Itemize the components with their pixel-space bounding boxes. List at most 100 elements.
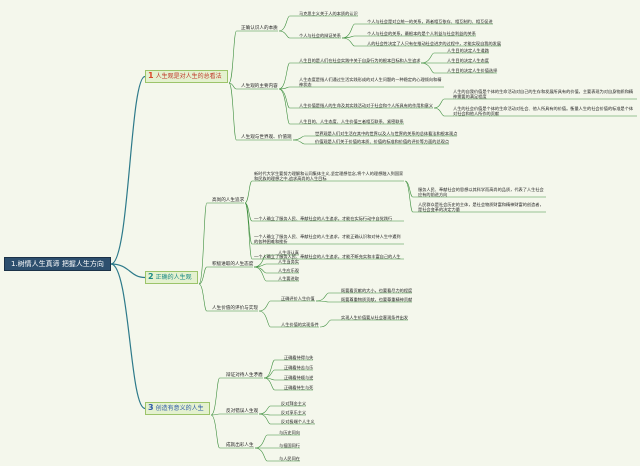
b2-c3-g2[interactable]: 人生价值的实现条件 xyxy=(281,322,319,327)
b1-c3-g2[interactable]: 价值观是人们关于价值的本质、价值的标准和价值的评价等方面的总观点 xyxy=(315,139,450,144)
root-topic[interactable]: 1.树情人生真谛 把握人生方向 xyxy=(4,257,111,271)
b3-c1-g3[interactable]: 正确看待顺与逆 xyxy=(284,375,314,380)
b2-c3-g1-t2[interactable]: 既要尊重物质贡献，也要尊重精神贡献 xyxy=(341,297,413,302)
connector-b3-c2 xyxy=(210,413,258,416)
connector-b2-c3-g2-t1 xyxy=(319,319,408,328)
b1-c1-g2-t1[interactable]: 个人与社会是对立统一的关系，两者相互依存、相互制约、相互促进 xyxy=(367,19,493,24)
b2-c1-g2[interactable]: 一个人确立了服务人民、奉献社会的人生追求，才能在实际行动中自觉践行 xyxy=(254,216,393,221)
b2-c1-g3[interactable]: 一个人确立了服务人民、奉献社会的人生追求，才能正确认识和对待人生中遇到的各种困难… xyxy=(254,234,401,244)
b2-c1[interactable]: 高尚的人生追求 xyxy=(212,198,245,203)
connector-b3-c1-g3 xyxy=(263,377,313,381)
b1-c1-g2-t2[interactable]: 个人与社会的关系，最根本的是个人利益与社会利益的关系 xyxy=(367,31,476,36)
b3-c3[interactable]: 成就出彩人生 xyxy=(226,443,254,448)
b2-c1-g1[interactable]: 新时代大学生要努力理解和认同集体主义,坚定理想信念,将个人的理想融入到国家和民族… xyxy=(254,171,404,181)
connector-b3-c1-g2 xyxy=(263,369,313,379)
connector-b2-c1-g1-t1 xyxy=(404,180,546,198)
connector-b1-c2-g1-t3 xyxy=(420,62,497,74)
b2-c2-g3[interactable]: 人生应乐观 xyxy=(278,268,299,273)
b1-c1-g2[interactable]: 个人与社会的辩证关系 xyxy=(299,33,341,38)
b1-c1-g1[interactable]: 马克思主义关于人的本质的认识 xyxy=(299,11,358,16)
connector-b3-c3-g3 xyxy=(254,447,300,462)
b3-c3-g1[interactable]: 与历史同向 xyxy=(279,430,300,435)
b2-c2-g4[interactable]: 人生要进取 xyxy=(278,276,299,281)
branch-2-number: 2 xyxy=(148,272,154,281)
b1-c2-g4[interactable]: 人生目的、人生态度、人生价值三者相互联系、紧密联系 xyxy=(299,119,404,124)
connector-b1-c2 xyxy=(228,82,278,90)
connector-b1-c1-g2-t2 xyxy=(341,35,476,39)
b1-c2[interactable]: 人生观的主要内容 xyxy=(241,84,278,89)
connector-b3-c1-g4 xyxy=(263,377,313,391)
connector-b2-c3-g2 xyxy=(258,310,319,328)
b1-c2-g1-t1[interactable]: 人生目的决定人生道路 xyxy=(447,48,489,53)
branch-2-label: 正确的人生观 xyxy=(155,274,192,281)
b3-c3-g3[interactable]: 与人民同在 xyxy=(279,456,300,461)
connector-b3-c2-g3 xyxy=(258,413,315,425)
b1-c2-g3-t1[interactable]: 人生的自我价值是个体的生命活动对自己的生存和发展所具有的价值，主要表现为对自身物… xyxy=(453,89,634,99)
connector-b1-c2-g2 xyxy=(278,86,444,90)
connector-b1-c2-g4 xyxy=(278,88,404,125)
b2-c3-g2-t1[interactable]: 实现人生价值要从社会客观条件出发 xyxy=(341,315,409,320)
b2-c3-g1[interactable]: 正确评价人生价值 xyxy=(281,296,315,301)
connector-b3-c3 xyxy=(210,414,254,449)
connector-b3-c1-g1 xyxy=(263,359,313,379)
b3-c2-g3[interactable]: 反对极端个人主义 xyxy=(281,419,315,424)
b2-c1-g1-t2[interactable]: 人民群众是社会历史的主体，是社会物质财富和精神财富的创造者，是社会变革的决定力量 xyxy=(418,202,544,212)
connector-branch-2-topic xyxy=(110,263,146,279)
b1-c3-g1[interactable]: 世界观是人们对生活在其中的世界以及人与世界的关系的总体看法和根本观点 xyxy=(315,131,458,136)
b2-c3[interactable]: 人生价值的评价与实现 xyxy=(212,306,258,311)
b2-c1-g1-t1[interactable]: 服务人民、奉献社会的思想以其科学而高尚的品质，代表了人生社会应有的前进方向 xyxy=(418,187,544,197)
connector-branch-3-topic xyxy=(110,263,146,410)
b2-c1-g4[interactable]: 一个人确立了服务人民、奉献社会的人生追求，才能不断充实和丰富自己的人生 xyxy=(254,254,401,259)
connector-b3-c1 xyxy=(210,377,263,416)
b3-c1-g1[interactable]: 正确看待得与失 xyxy=(284,355,314,360)
connector-branch-1-topic xyxy=(110,75,146,265)
b1-c2-g1-t2[interactable]: 人生目的决定人生态度 xyxy=(447,58,489,63)
b1-c3[interactable]: 人生观与世界观、价值观 xyxy=(241,135,292,140)
connector-b2-c1-g1-t2 xyxy=(404,180,546,213)
b1-c2-g1-t3[interactable]: 人生目的决定人生价值选择 xyxy=(447,68,498,73)
b2-c2-g1[interactable]: 人生须认真 xyxy=(278,250,299,255)
connector-b2-c2 xyxy=(198,266,253,285)
b2-c2-g2[interactable]: 人生当务实 xyxy=(278,259,299,264)
branch-3-number: 3 xyxy=(148,403,154,412)
connector-b3-c2-g1 xyxy=(258,405,306,415)
b1-c1[interactable]: 正确认识人的本质 xyxy=(241,26,278,31)
b3-c1-g4[interactable]: 正确看待生与死 xyxy=(284,385,314,390)
connector-b2-c3-g1-t1 xyxy=(315,292,412,302)
branch-3-label: 创造有意义的人生 xyxy=(155,405,204,412)
b1-c2-g1[interactable]: 人生目的是人们在社会实践中关于自身行为的根本目标和人生追求 xyxy=(299,58,421,63)
connector-b2-c2-g2 xyxy=(253,263,299,268)
connector-b1-c1 xyxy=(228,30,278,84)
connector-b2-c2-g4 xyxy=(253,266,299,282)
connector-b3-c3-g1 xyxy=(254,434,300,449)
connector-b1-c1-g2 xyxy=(278,30,341,39)
connector-b1-c1-g1 xyxy=(278,15,358,32)
connector-b2-c2-g1 xyxy=(253,254,299,268)
connector-b2-c1-g2 xyxy=(244,202,404,222)
b1-c2-g3-t2[interactable]: 人生的社会价值是个体的生命活动对社会、他人所具有的价值。衡量人生的社会价值的标准… xyxy=(453,106,634,116)
branch-1-label: 人生观是对人生的总看法 xyxy=(155,73,222,80)
connector-b2-c3 xyxy=(198,283,258,312)
b3-c2-g1[interactable]: 反对拜金主义 xyxy=(281,401,307,406)
connector-b1-c1-g2-t1 xyxy=(341,23,493,39)
connector-b3-c2-g2 xyxy=(258,413,306,416)
b3-c2-g2[interactable]: 反对享乐主义 xyxy=(281,410,307,415)
connector-b2-c1-g1 xyxy=(244,180,404,204)
connector-b1-c2-g1-t1 xyxy=(420,52,489,64)
b3-c1[interactable]: 辩证对待人生矛盾 xyxy=(226,373,263,378)
b1-c2-g3[interactable]: 人生价值是指人的生命及其实践活动对于社会和个人所具有的作用和意义 xyxy=(299,103,434,108)
branch-1-number: 1 xyxy=(148,71,154,80)
connector-b2-c1-g4 xyxy=(244,202,404,260)
b3-c1-g2[interactable]: 正确看待苦与乐 xyxy=(284,365,314,370)
b1-c2-g2[interactable]: 人生态度是指人们通过生活实践形成的对人生问题的一种稳定的心理倾向和精神状态 xyxy=(299,77,442,87)
connector-b1-c2-g3-t2 xyxy=(433,107,637,117)
b3-c3-g2[interactable]: 与祖国同行 xyxy=(279,443,300,448)
b1-c1-g2-t3[interactable]: 人的社会性决定了人只有在推动社会进步的过程中，才能实现自我的发展 xyxy=(367,41,502,46)
b3-c2[interactable]: 反对错误人生观 xyxy=(226,409,259,414)
b2-c2[interactable]: 积极进取的人生态度 xyxy=(212,262,254,267)
b2-c3-g1-t1[interactable]: 既要看贡献的大小，也要看尽力的程度 xyxy=(341,288,413,293)
